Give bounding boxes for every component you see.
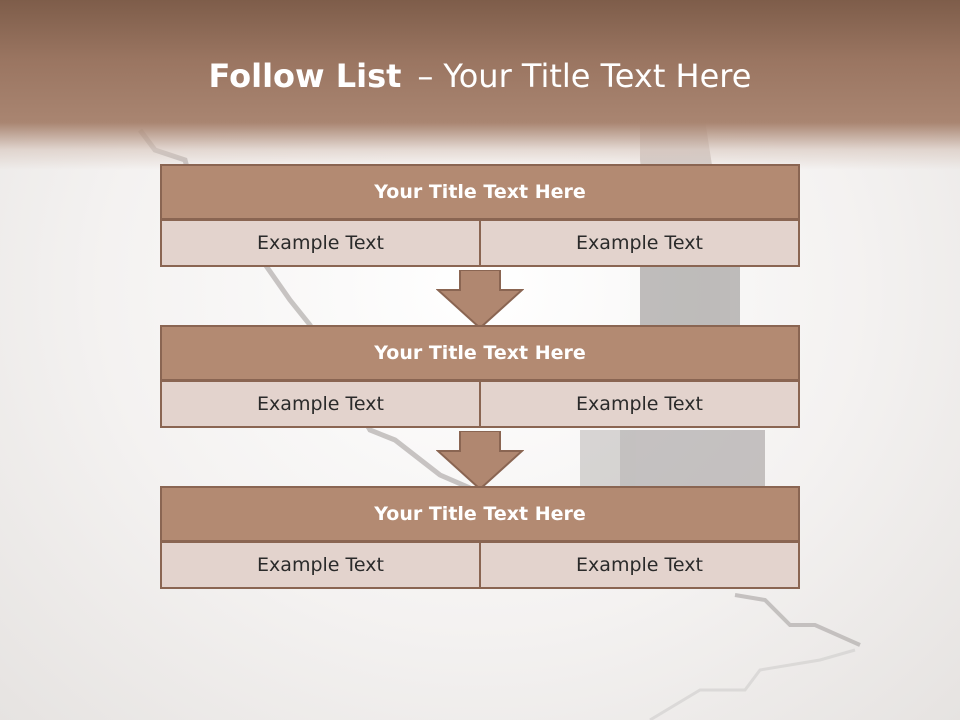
list-block-3: Your Title Text Here Example Text Exampl… [160, 486, 800, 589]
title-bold: Follow List [208, 57, 402, 95]
list-block-1: Your Title Text Here Example Text Exampl… [160, 164, 800, 267]
list-block-2: Your Title Text Here Example Text Exampl… [160, 325, 800, 428]
title-dash: – [417, 57, 434, 95]
block-title: Your Title Text Here [160, 164, 800, 220]
block-title: Your Title Text Here [160, 325, 800, 381]
slide-title: Follow List–Your Title Text Here [0, 56, 960, 96]
title-rest: Your Title Text Here [443, 57, 752, 95]
block-cell-left: Example Text [160, 380, 481, 428]
block-title: Your Title Text Here [160, 486, 800, 542]
block-cell-right: Example Text [479, 380, 800, 428]
block-cell-left: Example Text [160, 541, 481, 589]
down-arrow-icon [436, 270, 524, 330]
header-band [0, 0, 960, 170]
decline-line-reflection [649, 648, 856, 720]
block-cell-right: Example Text [479, 219, 800, 267]
block-row: Example Text Example Text [160, 541, 800, 589]
block-row: Example Text Example Text [160, 219, 800, 267]
block-cell-left: Example Text [160, 219, 481, 267]
block-row: Example Text Example Text [160, 380, 800, 428]
block-cell-right: Example Text [479, 541, 800, 589]
decline-line-lower [734, 593, 861, 647]
down-arrow-icon [436, 431, 524, 491]
